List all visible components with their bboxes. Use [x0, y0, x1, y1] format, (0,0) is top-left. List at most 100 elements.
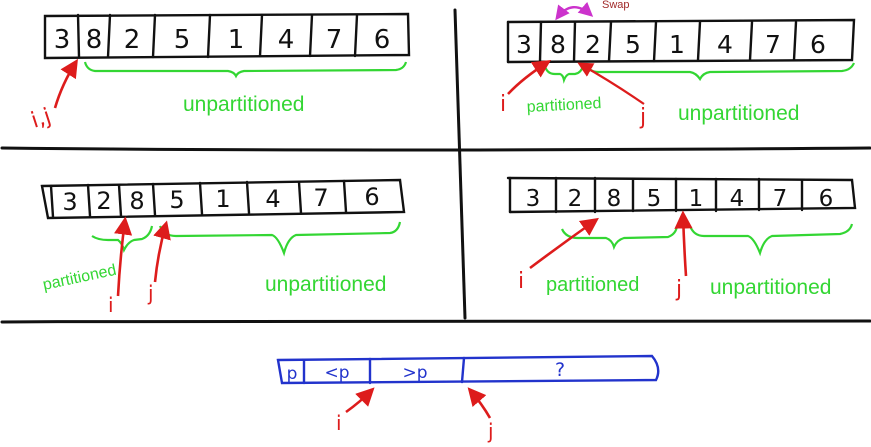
- panel-bottom-right: 3 2 8 5 1 4 7 6 partitioned unpartitione…: [506, 176, 857, 302]
- i-pointer-arrow: [529, 217, 599, 270]
- partitioned-brace: [91, 225, 154, 254]
- cell-divider: [748, 20, 754, 62]
- cell-value: 6: [810, 30, 826, 59]
- cell-divider: [572, 20, 577, 63]
- array-outline: [43, 12, 411, 60]
- cell-value: 8: [86, 25, 103, 55]
- partitioned-label: partitioned: [41, 262, 118, 294]
- j-pointer-arrow: [674, 210, 693, 277]
- i-pointer-label: i: [108, 293, 114, 317]
- cell-divider: [106, 13, 112, 59]
- unpartitioned-brace: [158, 221, 402, 257]
- cell-value: 3: [62, 188, 77, 216]
- array-outline: [506, 176, 857, 214]
- pivot-cell: p: [287, 364, 298, 384]
- cell-value: 5: [169, 186, 184, 214]
- cell-divider: [652, 20, 658, 63]
- i-pointer-arrow: [114, 216, 133, 297]
- array-top-right: [506, 18, 856, 64]
- j-pointer-label: j: [147, 281, 154, 305]
- cell-value: 3: [526, 186, 541, 212]
- cell-value: 2: [96, 187, 111, 215]
- cell-value: 3: [516, 30, 532, 59]
- cell-value: 8: [607, 186, 622, 212]
- less-than-pivot-cell: <p: [324, 363, 349, 383]
- unpartitioned-label: unpartitioned: [183, 93, 304, 116]
- panel-dividers: [0, 8, 871, 324]
- cell-value: 2: [585, 30, 601, 59]
- j-pointer-label: j: [487, 419, 494, 443]
- i-pointer-label: i: [336, 411, 342, 435]
- cell-value: 5: [625, 30, 641, 59]
- cell-divider: [308, 13, 314, 58]
- cell-divider: [245, 180, 251, 215]
- cell-value: 4: [717, 30, 733, 59]
- i-pointer-arrow: [507, 60, 552, 95]
- cell-value: 2: [568, 186, 583, 212]
- cell-value: 7: [326, 25, 343, 55]
- cell-divider: [76, 13, 81, 59]
- cell-divider: [792, 20, 798, 62]
- cell-divider: [342, 179, 348, 214]
- unpartitioned-brace: [688, 223, 854, 257]
- greater-than-pivot-cell: >p: [402, 363, 427, 383]
- invariant-divider: [460, 356, 466, 384]
- unpartitioned-label: unpartitioned: [710, 276, 831, 299]
- i-j-pointer-arrow: [53, 58, 78, 109]
- unpartitioned-label: unpartitioned: [678, 102, 799, 125]
- top-horizontal-divider: [0, 146, 871, 152]
- array-top-left: [43, 12, 411, 60]
- cell-divider: [353, 13, 359, 58]
- partitioned-label: partitioned: [546, 274, 639, 296]
- cell-divider: [538, 20, 543, 63]
- cell-divider: [696, 20, 702, 62]
- cell-value: 1: [669, 30, 685, 59]
- cell-value: 7: [773, 186, 788, 212]
- unknown-cell: ?: [555, 359, 565, 381]
- array-outline: [506, 18, 856, 64]
- cell-value: 4: [278, 25, 295, 55]
- j-pointer-label: j: [675, 277, 682, 302]
- cell-value: 5: [174, 25, 191, 55]
- partitioned-brace: [560, 225, 679, 251]
- i-pointer-label: i: [500, 92, 506, 117]
- cell-divider: [86, 183, 92, 218]
- cell-value: 4: [265, 185, 280, 213]
- cell-value: 6: [364, 183, 379, 211]
- cell-value: 2: [124, 25, 141, 55]
- cell-divider: [607, 20, 613, 63]
- cell-divider: [117, 183, 123, 218]
- cell-divider: [151, 182, 157, 217]
- j-pointer-arrow: [577, 62, 645, 105]
- cell-value: 8: [550, 30, 566, 59]
- j-pointer-label: j: [639, 105, 646, 130]
- unpartitioned-brace: [586, 62, 856, 82]
- cell-value: 4: [730, 186, 745, 212]
- cell-divider: [258, 13, 264, 58]
- invariant-array: p <p >p ? i j: [276, 354, 660, 443]
- i-j-pointer-label: i,j: [28, 104, 54, 134]
- cell-divider: [297, 180, 303, 215]
- cell-value: 6: [819, 186, 834, 212]
- cell-divider: [49, 184, 55, 219]
- cell-value: 1: [228, 25, 245, 55]
- cell-value: 7: [313, 184, 328, 212]
- cell-value: 7: [765, 30, 781, 59]
- unpartitioned-label: unpartitioned: [265, 273, 386, 296]
- j-pointer-arrow: [467, 387, 492, 419]
- j-pointer-arrow: [153, 220, 171, 283]
- unpartitioned-brace: [83, 61, 408, 79]
- panel-top-left: 3 8 2 5 1 4 7 6 unpartitioned i,j: [28, 12, 411, 134]
- i-pointer-label: i: [518, 269, 524, 294]
- partitioned-brace: [543, 65, 585, 84]
- swap-label: Swap: [602, 0, 630, 11]
- cell-value: 5: [647, 186, 662, 212]
- invariant-outline: [276, 354, 660, 385]
- panel-bottom-left: 3 2 8 5 1 4 7 6 partitioned unpartitione…: [40, 178, 406, 317]
- cell-divider: [198, 181, 204, 216]
- cell-divider: [206, 13, 212, 59]
- cell-value: 1: [689, 186, 704, 212]
- panel-top-right: 3 8 2 5 1 4 7 6 Swap partitioned unparti…: [500, 0, 856, 130]
